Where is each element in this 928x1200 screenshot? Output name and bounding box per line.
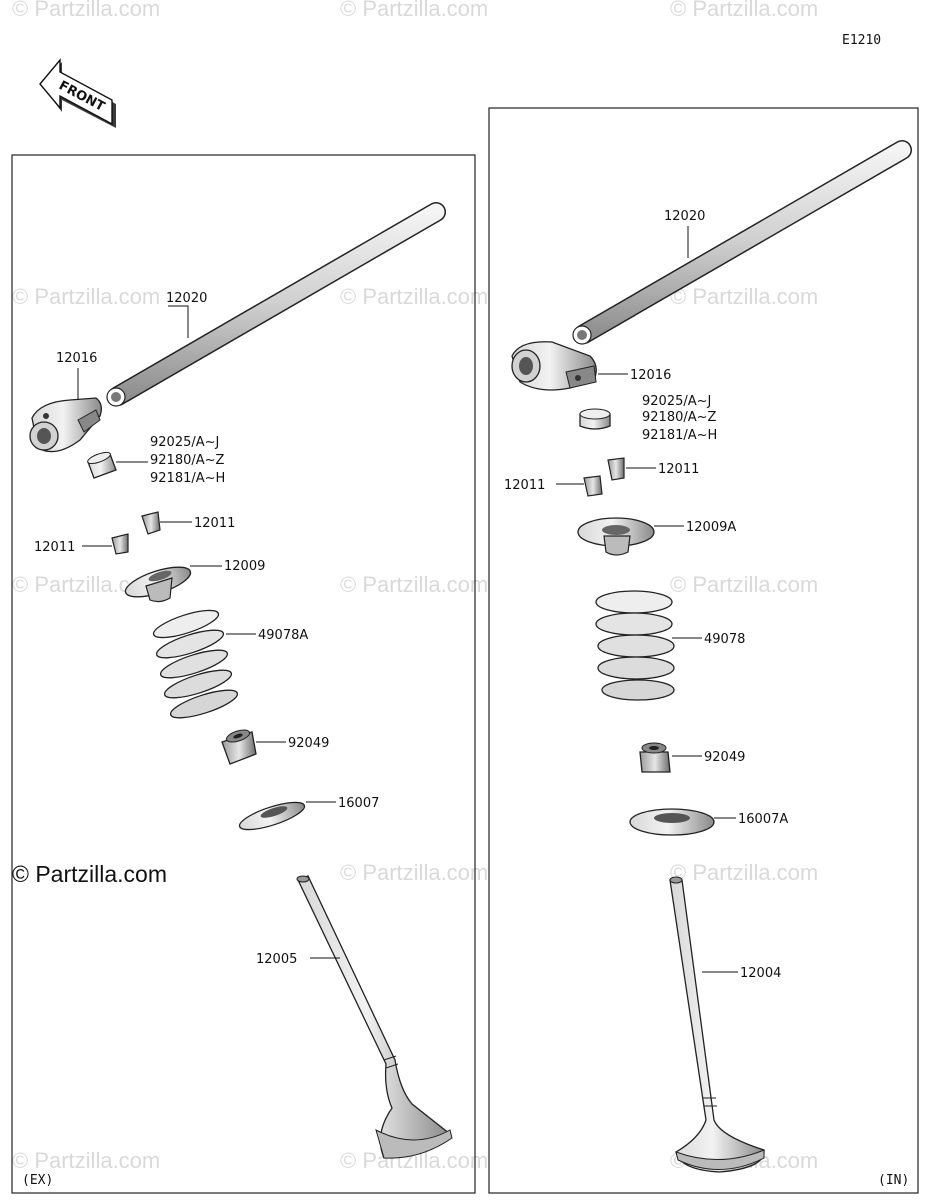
in-cotter-right <box>607 457 625 481</box>
in-valve-spring <box>595 590 675 701</box>
watermark-text: © Partzilla.com <box>340 572 488 597</box>
ex-label-92181: 92181/A~H <box>150 471 225 486</box>
watermark-layer: © Partzilla.com © Partzilla.com © Partzi… <box>12 0 818 1173</box>
in-valve <box>669 876 765 1173</box>
exhaust-panel-frame <box>11 154 476 1194</box>
in-label-12004: 12004 <box>740 966 781 981</box>
watermark-text: © Partzilla.com <box>670 572 818 597</box>
ex-label-12011-right: 12011 <box>194 516 235 531</box>
in-label-12009A: 12009A <box>686 520 736 535</box>
ex-label-12016: 12016 <box>56 351 97 366</box>
watermark-text: © Partzilla.com <box>340 860 488 885</box>
in-retainer <box>577 517 655 556</box>
in-label-12016: 12016 <box>630 368 671 383</box>
ex-label-92180: 92180/A~Z <box>150 453 225 468</box>
ex-spring-seat <box>238 801 306 831</box>
in-label-92049: 92049 <box>704 750 745 765</box>
in-label-12020: 12020 <box>664 209 705 224</box>
ex-valve-spring <box>152 609 239 719</box>
watermark-text: © Partzilla.com <box>670 860 818 885</box>
ex-rocker-shaft <box>106 202 446 407</box>
exhaust-panel: (EX) 12020 12016 92025/A~J 92180/A~Z 921 <box>22 202 453 1188</box>
ex-retainer <box>124 566 192 603</box>
watermark-text: © Partzilla.com <box>340 284 488 309</box>
ex-label-12020: 12020 <box>166 291 207 306</box>
ex-stem-seal <box>221 729 257 765</box>
watermark-text: © Partzilla.com <box>670 284 818 309</box>
in-label-16007A: 16007A <box>738 812 788 827</box>
intake-tag: (IN) <box>878 1173 909 1188</box>
watermark-text: © Partzilla.com <box>340 0 488 21</box>
ex-shim <box>87 451 117 479</box>
in-label-49078: 49078 <box>704 632 745 647</box>
front-arrow-icon: FRONT <box>39 58 116 128</box>
intake-panel-frame <box>488 107 919 1194</box>
ex-label-92049: 92049 <box>288 736 329 751</box>
in-rocker-shaft <box>572 140 912 345</box>
ex-label-92025: 92025/A~J <box>150 435 219 450</box>
watermark-text: © Partzilla.com <box>670 0 818 21</box>
in-label-92180: 92180/A~Z <box>642 410 717 425</box>
in-label-92025: 92025/A~J <box>642 394 711 409</box>
in-spring-seat <box>629 808 715 836</box>
in-cotter-left <box>583 475 603 497</box>
in-stem-seal <box>639 742 671 773</box>
in-label-92181: 92181/A~H <box>642 428 717 443</box>
in-rocker-arm <box>511 341 597 391</box>
ex-cotter-left <box>111 533 129 555</box>
ex-label-12009: 12009 <box>224 559 265 574</box>
ex-cotter-right <box>141 511 161 535</box>
ex-rocker-arm <box>29 397 102 453</box>
exhaust-tag: (EX) <box>22 1173 53 1188</box>
ex-label-49078A: 49078A <box>258 628 308 643</box>
ex-label-12011-left: 12011 <box>34 540 75 555</box>
in-label-12011-left: 12011 <box>504 478 545 493</box>
watermark-text: © Partzilla.com <box>12 1148 160 1173</box>
in-shim <box>579 408 611 430</box>
ex-valve <box>296 875 453 1159</box>
intake-panel: (IN) 12020 12016 92025/A~J 92180/A~Z 921… <box>504 140 912 1188</box>
ex-label-12005: 12005 <box>256 952 297 967</box>
diagram-code: E1210 <box>842 33 881 48</box>
ex-label-16007: 16007 <box>338 796 379 811</box>
watermark-text: © Partzilla.com <box>12 284 160 309</box>
watermark-text: © Partzilla.com <box>12 0 160 21</box>
partzilla-watermark-main: © Partzilla.com <box>12 861 167 887</box>
in-label-12011-right: 12011 <box>658 462 699 477</box>
